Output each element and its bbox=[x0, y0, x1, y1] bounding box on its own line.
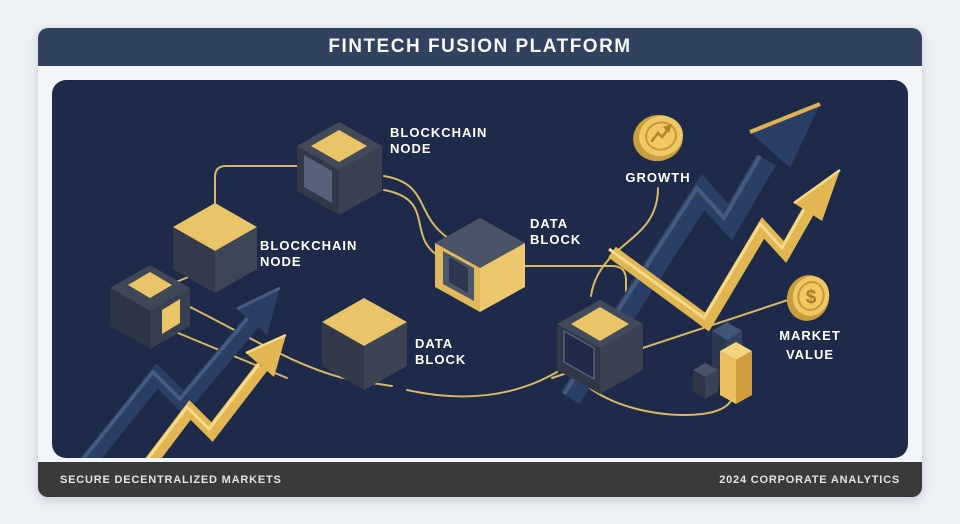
growth-arrow-navy-right bbox=[560, 102, 821, 404]
footer-left-text: SECURE DECENTRALIZED MARKETS bbox=[60, 473, 282, 486]
label-blockchain-node-top-1: BLOCKCHAIN bbox=[390, 125, 487, 140]
page-title: FINTECH FUSION PLATFORM bbox=[328, 36, 632, 57]
growth-arrow-gold-left bbox=[145, 333, 287, 458]
card-footer: SECURE DECENTRALIZED MARKETS 2024 CORPOR… bbox=[38, 462, 922, 497]
label-growth: GROWTH bbox=[625, 170, 690, 185]
dollar-coin-icon: $ bbox=[786, 275, 830, 321]
illustration-panel: $ BLOCKCHAIN NODE BLOCKCHAIN NODE DATA B… bbox=[52, 80, 908, 458]
small-node-cube bbox=[110, 265, 190, 349]
blockchain-node-cube-mid bbox=[173, 203, 257, 293]
label-data-block-center-1: DATA bbox=[530, 216, 568, 231]
growth-arrow-gold-right bbox=[608, 168, 841, 332]
label-blockchain-node-mid-2: NODE bbox=[260, 254, 302, 269]
label-data-block-lower-2: BLOCK bbox=[415, 352, 466, 367]
growth-coin-icon bbox=[633, 114, 683, 162]
label-blockchain-node-top-2: NODE bbox=[390, 141, 432, 156]
card-header: FINTECH FUSION PLATFORM bbox=[38, 28, 922, 66]
node-cube-right bbox=[557, 300, 643, 394]
card-body: $ BLOCKCHAIN NODE BLOCKCHAIN NODE DATA B… bbox=[38, 66, 922, 462]
dollar-symbol: $ bbox=[806, 287, 817, 308]
label-data-block-lower-1: DATA bbox=[415, 336, 453, 351]
label-market-value-2: VALUE bbox=[786, 347, 834, 362]
blockchain-node-cube-top bbox=[297, 122, 382, 215]
bar-chart-icon bbox=[693, 322, 752, 404]
label-blockchain-node-mid-1: BLOCKCHAIN bbox=[260, 238, 357, 253]
data-block-cube-center bbox=[435, 218, 525, 312]
data-block-cube-lower bbox=[322, 298, 407, 390]
label-data-block-center-2: BLOCK bbox=[530, 232, 581, 247]
footer-right-text: 2024 CORPORATE ANALYTICS bbox=[719, 473, 900, 486]
diagram-labels: BLOCKCHAIN NODE BLOCKCHAIN NODE DATA BLO… bbox=[260, 125, 841, 367]
platform-card: FINTECH FUSION PLATFORM bbox=[38, 28, 922, 497]
blockchain-illustration: $ BLOCKCHAIN NODE BLOCKCHAIN NODE DATA B… bbox=[80, 102, 841, 458]
growth-arrow-navy-left bbox=[80, 286, 281, 458]
label-market-value-1: MARKET bbox=[779, 328, 841, 343]
